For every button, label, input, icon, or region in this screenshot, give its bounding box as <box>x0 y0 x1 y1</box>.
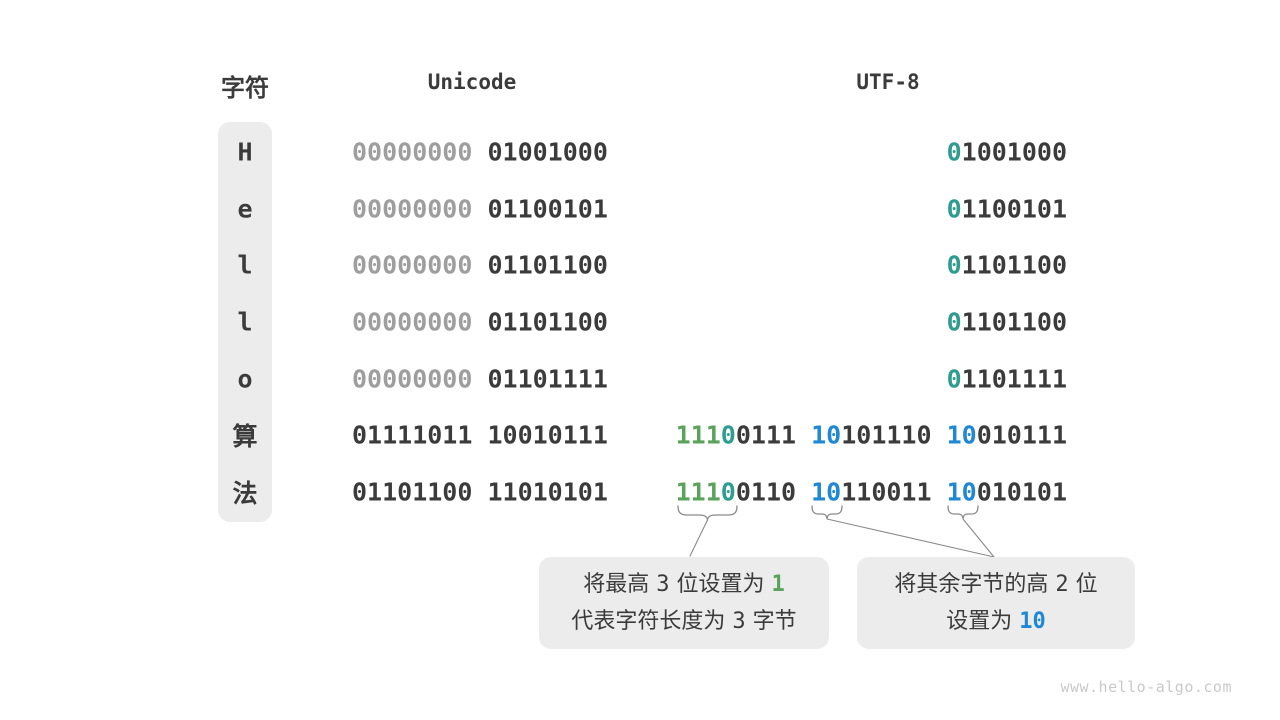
column-header-character: 字符 <box>221 74 269 102</box>
bit-segment-teal: 0 <box>946 137 962 167</box>
callout-segment-text: 代表字符长度为 <box>571 609 733 634</box>
callout-leading-bits-line1: 将最高 3 位设置为 1 <box>583 566 785 603</box>
bit-segment-dark: 01001000 <box>472 137 608 167</box>
bit-segment-teal: 0 <box>720 420 736 450</box>
bit-segment-blue: 10 <box>811 420 842 450</box>
callout-leading-bits-line2: 代表字符长度为 3 字节 <box>571 603 796 640</box>
callout-leading-bits: 将最高 3 位设置为 1 代表字符长度为 3 字节 <box>539 557 829 649</box>
callout-segment-text: 将其余字节的高 <box>894 572 1056 597</box>
callout-segment-num: 3 <box>732 609 746 634</box>
utf8-bits-cell: 01001000 <box>947 138 1067 167</box>
connector-line-middle <box>826 518 995 558</box>
bit-segment-dark: 01100101 <box>472 194 608 224</box>
bit-segment-gray: 00000000 <box>352 250 473 280</box>
callout-segment-num: 2 <box>1055 572 1069 597</box>
bit-segment-dark: 1101100 <box>961 307 1067 337</box>
callout-continuation-bits: 将其余字节的高 2 位 设置为 10 <box>857 557 1135 649</box>
callout-segment-num: 3 <box>656 572 670 597</box>
bit-segment-dark: 0111 <box>735 420 812 450</box>
unicode-bits-cell: 00000000 01001000 <box>352 138 608 167</box>
bit-segment-teal: 0 <box>946 307 962 337</box>
unicode-bits-cell: 00000000 01101100 <box>352 251 608 280</box>
bit-segment-dark: 010111 <box>976 420 1067 450</box>
callout-continuation-bits-line1: 将其余字节的高 2 位 <box>894 566 1097 603</box>
bit-segment-gray: 00000000 <box>352 137 473 167</box>
bit-segment-dark: 1101100 <box>961 250 1067 280</box>
character-cell: H <box>237 137 253 167</box>
bit-segment-teal: 0 <box>720 477 736 507</box>
column-header-utf8: UTF-8 <box>856 70 920 94</box>
bit-segment-blue: 10 <box>946 420 977 450</box>
character-cell: 法 <box>232 478 258 508</box>
bit-segment-dark: 01111011 10010111 <box>352 420 608 450</box>
bit-segment-dark: 01101111 <box>472 364 608 394</box>
underbrace-leading-bits <box>677 505 738 522</box>
callout-segment-green: 1 <box>771 572 785 597</box>
unicode-bits-cell: 00000000 01101100 <box>352 307 608 336</box>
bit-segment-teal: 0 <box>946 194 962 224</box>
utf8-bits-cell: 11100111 10101110 10010111 <box>676 421 1067 450</box>
utf8-bits-cell: 01100101 <box>947 194 1067 223</box>
bit-segment-dark: 01101100 <box>472 307 608 337</box>
unicode-bits-cell: 01101100 11010101 <box>352 477 608 506</box>
bit-segment-gray: 00000000 <box>352 364 473 394</box>
callout-segment-text: 设置为 <box>946 609 1020 634</box>
unicode-bits-cell: 00000000 01100101 <box>352 194 608 223</box>
column-header-unicode: Unicode <box>427 70 517 94</box>
utf8-bits-cell: 11100110 10110011 10010101 <box>676 477 1067 506</box>
connector-line-right <box>962 518 995 558</box>
bit-segment-dark: 0110 <box>735 477 812 507</box>
bit-segment-dark: 110011 <box>841 477 947 507</box>
character-cell: l <box>237 307 253 337</box>
callout-segment-text: 字节 <box>745 609 797 634</box>
callout-segment-text: 位设置为 <box>669 572 772 597</box>
unicode-bits-cell: 01111011 10010111 <box>352 421 608 450</box>
utf8-bits-cell: 01101100 <box>947 307 1067 336</box>
bit-segment-green: 111 <box>675 477 721 507</box>
character-cell: e <box>237 194 253 224</box>
bit-segment-green: 111 <box>675 420 721 450</box>
bit-segment-dark: 1101111 <box>961 364 1067 394</box>
bit-segment-dark: 01101100 <box>472 250 608 280</box>
bit-segment-dark: 01101100 11010101 <box>352 477 608 507</box>
unicode-bits-cell: 00000000 01101111 <box>352 364 608 393</box>
bit-segment-dark: 010101 <box>976 477 1067 507</box>
bit-segment-dark: 1001000 <box>961 137 1067 167</box>
utf8-bits-cell: 01101100 <box>947 251 1067 280</box>
utf8-bits-cell: 01101111 <box>947 364 1067 393</box>
character-cell: l <box>237 250 253 280</box>
bit-segment-teal: 0 <box>946 250 962 280</box>
bit-segment-dark: 1100101 <box>961 194 1067 224</box>
underbrace-continuation-byte3 <box>947 505 979 519</box>
bit-segment-gray: 00000000 <box>352 307 473 337</box>
bit-segment-dark: 101110 <box>841 420 947 450</box>
underbrace-continuation-byte2 <box>811 505 843 519</box>
character-cell: o <box>237 364 253 394</box>
connector-line-left <box>689 519 709 557</box>
bit-segment-blue: 10 <box>811 477 842 507</box>
character-cell: 算 <box>232 422 258 452</box>
callout-segment-text: 将最高 <box>583 572 657 597</box>
character-column-background <box>218 122 272 522</box>
bit-segment-blue: 10 <box>946 477 977 507</box>
bit-segment-gray: 00000000 <box>352 194 473 224</box>
callout-continuation-bits-line2: 设置为 10 <box>946 603 1046 640</box>
callout-segment-blue: 10 <box>1019 609 1046 634</box>
watermark: www.hello-algo.com <box>1060 678 1232 696</box>
bit-segment-teal: 0 <box>946 364 962 394</box>
callout-segment-text: 位 <box>1068 572 1098 597</box>
